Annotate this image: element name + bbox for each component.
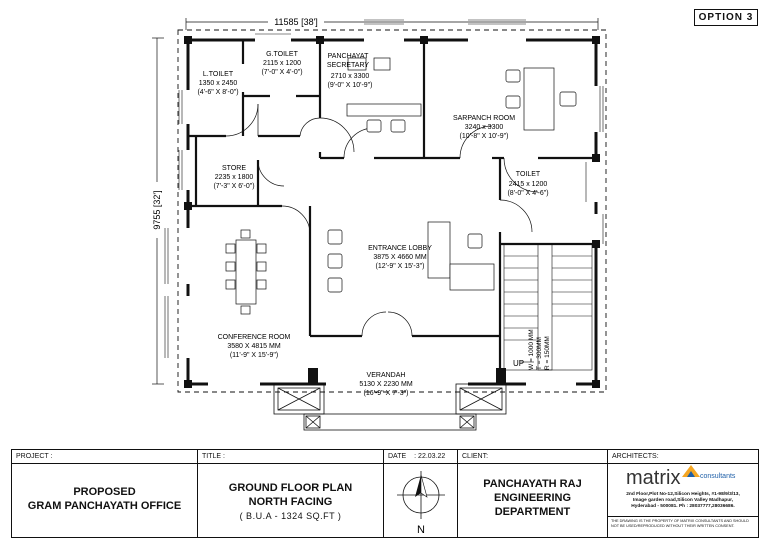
logo-roof-icon <box>682 465 700 477</box>
room-size-secretary: 2710 x 3300 <box>331 73 370 80</box>
room-size-verandah: 5130 X 2230 MM <box>359 381 412 388</box>
room-size-sarpanch: 3240 x 3300 <box>465 124 504 131</box>
title-cell: TITLE : GROUND FLOOR PLAN NORTH FACING (… <box>198 450 384 537</box>
logo-tag: consultants <box>700 473 736 480</box>
client-line-3: DEPARTMENT <box>494 506 571 518</box>
room-imperial-verandah: (16'-9" X 7'-3") <box>364 390 409 397</box>
room-size-conference: 3580 X 4815 MM <box>227 343 280 350</box>
matrix-logo: matrix consultants <box>626 465 746 489</box>
north-arrow-icon: N <box>397 471 445 536</box>
stair-up-label: UP <box>513 359 524 368</box>
date-row: DATE : 22.03.22 <box>384 450 457 464</box>
room-name-l-toilet: L.TOILET <box>203 71 234 78</box>
room-imperial-conference: (11'-9" X 15'-9") <box>230 352 278 359</box>
project-label: PROJECT : <box>12 450 197 464</box>
room-size-store: 2235 x 1800 <box>215 174 254 181</box>
title-block: PROJECT : PROPOSED GRAM PANCHAYATH OFFIC… <box>11 449 759 538</box>
address-line-2: Image garden road,Silicon Valley Madhapu… <box>632 498 734 503</box>
width-dimension: 11585 [38'] <box>274 17 318 27</box>
room-size-toilet: 2415 x 1200 <box>509 181 548 188</box>
date-cell: DATE : 22.03.22 N <box>384 450 458 537</box>
architects-cell: ARCHITECTS: matrix consultants 2nd Floor… <box>608 450 758 537</box>
floor-plan: 11585 [38'] 9755 [32'] <box>150 15 607 431</box>
stair-note-tread: T = 300MM <box>536 337 543 370</box>
room-name-lobby: ENTRANCE LOBBY <box>368 245 432 252</box>
room-name-g-toilet: G.TOILET <box>266 51 298 58</box>
client-line-1: PANCHAYATH RAJ <box>483 478 582 490</box>
stair-note-width: W = 1000 MM <box>528 329 535 370</box>
room-labels: L.TOILET 1350 x 2450 (4'-6" X 8'-0") G.T… <box>197 51 548 397</box>
title-sub: ( B.U.A - 1324 SQ.FT ) <box>239 511 342 521</box>
address-line-1: 2nd Floor,Plot No-12,Silicon Heights, #1… <box>626 492 740 497</box>
height-dimension: 9755 [32'] <box>152 190 162 229</box>
address-line-3: Hyderabad - 500081. Ph : 28037777,280366… <box>631 504 735 509</box>
room-name-conference: CONFERENCE ROOM <box>218 334 291 341</box>
room-name-store: STORE <box>222 165 246 172</box>
room-size-g-toilet: 2115 x 1200 <box>263 60 301 67</box>
disclaimer: THE DRAWING IS THE PROPERTY OF MATRIX CO… <box>608 516 758 531</box>
room-imperial-sarpanch: (10'-8" X 10'-9") <box>460 133 509 140</box>
client-line-2: ENGINEERING <box>493 492 571 504</box>
north-label: N <box>417 524 425 536</box>
room-name-toilet: TOILET <box>516 171 541 178</box>
room-imperial-secretary: (9'-0" X 10'-9") <box>328 82 373 89</box>
stair-note-riser: R = 150MM <box>544 336 551 370</box>
project-line-1: PROPOSED <box>73 486 136 498</box>
architects-label: ARCHITECTS: <box>608 450 758 464</box>
project-line-2: GRAM PANCHAYATH OFFICE <box>27 500 182 512</box>
room-imperial-lobby: (12'-9" X 15'-3") <box>376 263 425 270</box>
room-imperial-store: (7'-3" X 6'-0") <box>213 183 254 190</box>
title-label: TITLE : <box>198 450 383 464</box>
room-imperial-l-toilet: (4'-6" X 8'-0") <box>197 89 238 96</box>
room-imperial-g-toilet: (7'-0" X 4'-0") <box>261 69 302 76</box>
project-cell: PROJECT : PROPOSED GRAM PANCHAYATH OFFIC… <box>12 450 198 537</box>
room-size-l-toilet: 1350 x 2450 <box>199 80 238 87</box>
room-name-verandah: VERANDAH <box>367 372 406 379</box>
room-name-sarpanch: SARPANCH ROOM <box>453 115 515 122</box>
date-value: : 22.03.22 <box>414 453 446 460</box>
option-label: OPTION 3 <box>694 9 758 26</box>
room-name-secretary-2: SECRETARY <box>327 62 369 69</box>
logo-name: matrix <box>626 467 681 489</box>
room-imperial-toilet: (8'-0" X 4'-6") <box>507 190 548 197</box>
title-line-1: GROUND FLOOR PLAN <box>228 482 353 494</box>
room-size-lobby: 3875 X 4660 MM <box>373 254 426 261</box>
title-line-2: NORTH FACING <box>248 496 333 508</box>
date-label: DATE <box>388 453 407 460</box>
client-label: CLIENT: <box>458 450 607 464</box>
client-cell: CLIENT: PANCHAYATH RAJ ENGINEERING DEPAR… <box>458 450 608 537</box>
room-name-secretary-1: PANCHAYAT <box>328 53 369 60</box>
